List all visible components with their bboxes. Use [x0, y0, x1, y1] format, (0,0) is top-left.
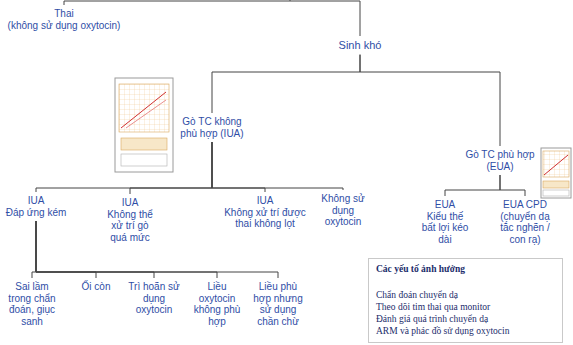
node-heading: Gò TC phù hợp (EUA)	[462, 149, 538, 172]
tree-connector	[212, 142, 343, 190]
tree-connector	[212, 142, 265, 192]
node-text: (không sử dụng oxytocin)	[2, 20, 126, 32]
cause-label: Ối còn	[76, 280, 116, 294]
thumbnail-curve	[121, 92, 166, 128]
node-text: Đáp ứng kém	[4, 207, 68, 219]
cause-label: Liều oxytocin không phù hợp	[190, 280, 244, 328]
thumbnail-grid	[543, 151, 569, 177]
partograph-thumbnail	[541, 148, 571, 198]
branch-label: Sinh khó	[320, 38, 400, 53]
node-heading: Liều oxytocin không phù hợp	[190, 281, 244, 327]
node-heading: Gò TC không phù hợp (IUA)	[176, 116, 248, 139]
node-heading: IUA	[4, 195, 68, 207]
branch-label: Gò TC không phù hợp (IUA)	[176, 115, 248, 140]
node-heading: Sai lầm trong chẩn đoán, giục sanh	[4, 281, 60, 327]
node-text: ARM và phác đồ sử dụng oxytocin	[376, 326, 555, 338]
node-heading: IUA	[223, 195, 307, 207]
thumbnail-frame	[115, 78, 173, 172]
branch-label: EUA CPD(chuyển dạ tắc nghẽn / con rạ)	[494, 198, 556, 246]
partograph-thumbnail	[115, 78, 173, 172]
node-text: (chuyển dạ tắc nghẽn / con rạ)	[494, 211, 556, 246]
node-heading: IUA	[104, 197, 156, 209]
tree-connector	[32, 221, 36, 278]
node-heading: Ối còn	[76, 281, 116, 293]
cause-label: Trì hoãn sử dụng oxytocin	[128, 280, 180, 317]
thumbnail-curve	[126, 100, 166, 128]
node-heading: Trì hoãn sử dụng oxytocin	[128, 281, 180, 316]
thumbnail-curve	[544, 155, 568, 175]
node-text: Không thể xử trí gò quá mức	[104, 209, 156, 244]
node-text: Không xử trí được thai không lọt	[223, 207, 307, 230]
branch-label: IUAĐáp ứng kém	[4, 194, 68, 219]
thumbnail-grid	[119, 84, 169, 132]
cause-label: Sai lầm trong chẩn đoán, giục sanh	[4, 280, 60, 328]
thumbnail-panel	[121, 154, 167, 166]
node-heading: Các yếu tố ảnh hưởng	[376, 264, 555, 276]
branch-label: IUAKhông xử trí được thai không lọt	[223, 194, 307, 231]
branch-label: Gò TC phù hợp (EUA)	[462, 148, 538, 173]
node-text: Theo dõi tim thai qua monitor	[376, 302, 555, 314]
tree-connector	[36, 221, 278, 278]
branch-label: IUAKhông thể xử trí gò quá mức	[104, 196, 156, 244]
top-bracket	[64, 0, 360, 36]
thumbnail-panel	[121, 138, 167, 150]
node-heading: Liều phù hợp nhưng sử dụng chần chừ	[250, 281, 306, 327]
tree-connector	[130, 142, 212, 194]
thumbnail-panel	[543, 190, 569, 196]
tree-connector	[36, 221, 96, 278]
cause-label: Liều phù hợp nhưng sử dụng chần chừ	[250, 280, 306, 328]
factor-box: Các yếu tố ảnh hưởngChẩn đoán chuyển dạT…	[368, 258, 563, 343]
node-heading: EUA CPD	[494, 199, 556, 211]
thumbnail-panel	[543, 181, 569, 188]
node-heading: EUA	[419, 199, 471, 211]
node-heading: Thai	[2, 8, 126, 20]
node-text: Chẩn đoán chuyển dạ	[376, 290, 555, 302]
node-heading: Sinh khó	[320, 39, 400, 52]
thumbnail-frame	[541, 148, 571, 198]
node-heading: Không sử dụng oxytocin	[320, 193, 366, 228]
tree-connector	[212, 55, 360, 113]
node-text: Đánh giá quá trình chuyển dạ	[376, 314, 555, 326]
tree-connector	[36, 142, 212, 192]
branch-label: EUAKiểu thế bất lợi kéo dài	[419, 198, 471, 246]
tree-connector	[500, 175, 525, 196]
branch-label: Không sử dụng oxytocin	[320, 192, 366, 229]
tree-connector	[445, 175, 500, 196]
node-text: Kiểu thế bất lợi kéo dài	[419, 211, 471, 246]
branch-label: Thai(không sử dụng oxytocin)	[2, 7, 126, 32]
tree-connector	[360, 55, 500, 146]
